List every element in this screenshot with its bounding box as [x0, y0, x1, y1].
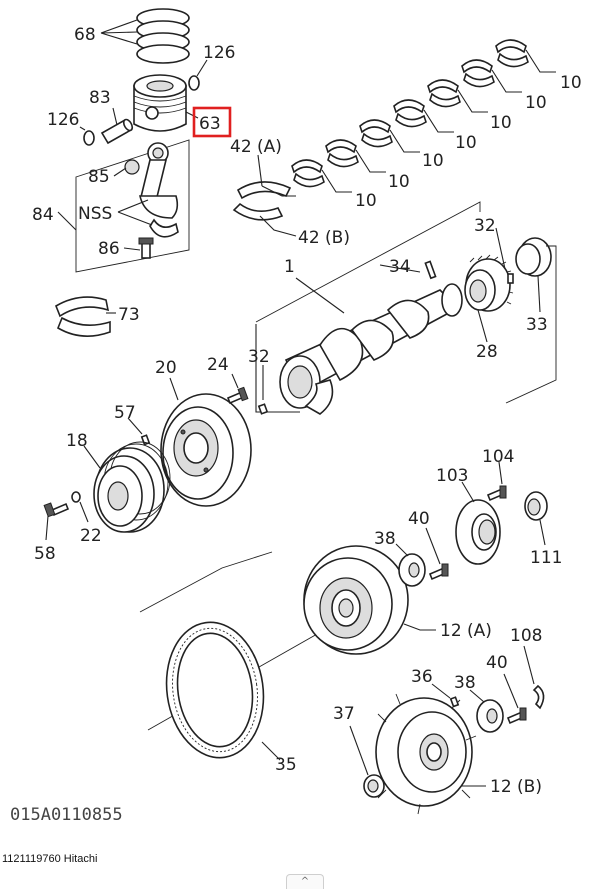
callout-12b[interactable]: 12 (B) — [490, 777, 542, 797]
callout-108[interactable]: 108 — [510, 626, 542, 646]
callout-28[interactable]: 28 — [476, 342, 498, 362]
callout-126[interactable]: 126 — [203, 43, 235, 63]
diagram-code: 015A0110855 — [10, 805, 123, 825]
callout-40[interactable]: 40 — [408, 509, 430, 529]
pulley-illustration — [93, 441, 171, 533]
snap-ring-illustration — [188, 75, 200, 91]
callout-10[interactable]: 10 — [455, 133, 477, 153]
bolt-illustration — [428, 563, 449, 581]
pin-illustration — [257, 403, 269, 415]
bolt-illustration — [43, 502, 70, 518]
bearing-shell-lower — [463, 72, 495, 88]
pilot-bearing-illustration — [363, 774, 385, 798]
callout-63[interactable]: 63 — [199, 114, 221, 134]
thrust-washer-illustration — [232, 202, 284, 221]
callout-126-left[interactable]: 126 — [47, 110, 79, 130]
bearing-shell-lower — [429, 92, 461, 108]
callout-83[interactable]: 83 — [89, 88, 111, 108]
callout-104[interactable]: 104 — [482, 447, 514, 467]
plate-illustration — [398, 553, 426, 587]
callout-37[interactable]: 37 — [333, 704, 355, 724]
callout-nss[interactable]: NSS — [78, 204, 112, 224]
seal-retainer-illustration — [455, 499, 501, 565]
callout-24[interactable]: 24 — [207, 355, 229, 375]
callout-32[interactable]: 32 — [474, 216, 496, 236]
callout-10[interactable]: 10 — [355, 191, 377, 211]
bolt-illustration — [138, 237, 154, 259]
pin-illustration — [449, 696, 460, 708]
callout-38-lower[interactable]: 38 — [454, 673, 476, 693]
document-id: 1121119760 Hitachi — [2, 853, 98, 865]
highlight-box — [192, 106, 232, 138]
flywheel-b-illustration — [375, 693, 477, 815]
pin-illustration — [140, 434, 151, 446]
damper-pulley-illustration — [160, 393, 252, 507]
plate-illustration — [476, 699, 504, 733]
callout-42b[interactable]: 42 (B) — [298, 228, 350, 248]
callout-1[interactable]: 1 — [284, 257, 295, 277]
callout-22[interactable]: 22 — [80, 526, 102, 546]
callout-10[interactable]: 10 — [490, 113, 512, 133]
callout-86[interactable]: 86 — [98, 239, 120, 259]
bearing-shell-upper — [359, 119, 391, 134]
callout-42a[interactable]: 42 (A) — [230, 137, 282, 157]
conrod-bearing-illustration — [55, 296, 111, 337]
bearing-shell-upper — [427, 79, 459, 94]
seal-illustration — [524, 491, 548, 521]
connecting-rod-illustration — [124, 142, 179, 238]
callout-84[interactable]: 84 — [32, 205, 54, 225]
callout-40-lower[interactable]: 40 — [486, 653, 508, 673]
callout-10[interactable]: 10 — [388, 172, 410, 192]
callout-12a[interactable]: 12 (A) — [440, 621, 492, 641]
snap-ring-illustration — [83, 130, 95, 146]
callout-103[interactable]: 103 — [436, 466, 468, 486]
bearing-shell-lower — [293, 172, 325, 188]
bearing-shell-upper — [291, 159, 323, 174]
bearing-shell-lower — [497, 52, 529, 68]
callout-73[interactable]: 73 — [118, 305, 140, 325]
callout-10[interactable]: 10 — [525, 93, 547, 113]
bearing-shell-upper — [393, 99, 425, 114]
callout-57[interactable]: 57 — [114, 403, 136, 423]
bearing-shell-lower — [395, 112, 427, 128]
washer-illustration — [71, 491, 81, 503]
bearing-shell-upper — [495, 39, 527, 54]
crankshaft-gear-illustration — [464, 254, 514, 312]
main-bearings-illustration — [291, 39, 529, 188]
callout-10[interactable]: 10 — [560, 73, 582, 93]
ring-gear-illustration — [165, 621, 265, 759]
oil-seal-illustration — [515, 237, 552, 277]
bolt-illustration — [486, 485, 507, 502]
footer-bar: 1121119760 Hitachi ^ — [0, 846, 611, 889]
key-illustration — [424, 260, 437, 280]
callout-38[interactable]: 38 — [374, 529, 396, 549]
callout-34[interactable]: 34 — [389, 257, 411, 277]
callout-33[interactable]: 33 — [526, 315, 548, 335]
callout-36[interactable]: 36 — [411, 667, 433, 687]
piston-illustration — [133, 74, 187, 132]
bearing-shell-upper — [325, 139, 357, 154]
flywheel-illustration — [303, 545, 409, 655]
piston-rings-illustration — [136, 8, 190, 64]
bearing-shell-lower — [327, 152, 359, 168]
callout-18[interactable]: 18 — [66, 431, 88, 451]
callout-68[interactable]: 68 — [74, 25, 96, 45]
bearing-shell-upper — [461, 59, 493, 74]
snap-ring-illustration — [532, 684, 545, 710]
piston-pin-illustration — [100, 118, 134, 145]
pin-illustration — [507, 273, 514, 284]
scroll-up-handle[interactable]: ^ — [286, 874, 324, 889]
callout-35[interactable]: 35 — [275, 755, 297, 775]
callout-111[interactable]: 111 — [530, 548, 562, 568]
callout-58[interactable]: 58 — [34, 544, 56, 564]
callout-32-left[interactable]: 32 — [248, 347, 270, 367]
bolt-illustration — [506, 707, 527, 725]
crankshaft-illustration — [279, 283, 463, 415]
bearing-shell-lower — [361, 132, 393, 148]
callout-20[interactable]: 20 — [155, 358, 177, 378]
callout-85[interactable]: 85 — [88, 167, 110, 187]
pulley-bolt-illustration — [226, 386, 249, 405]
callout-10[interactable]: 10 — [422, 151, 444, 171]
